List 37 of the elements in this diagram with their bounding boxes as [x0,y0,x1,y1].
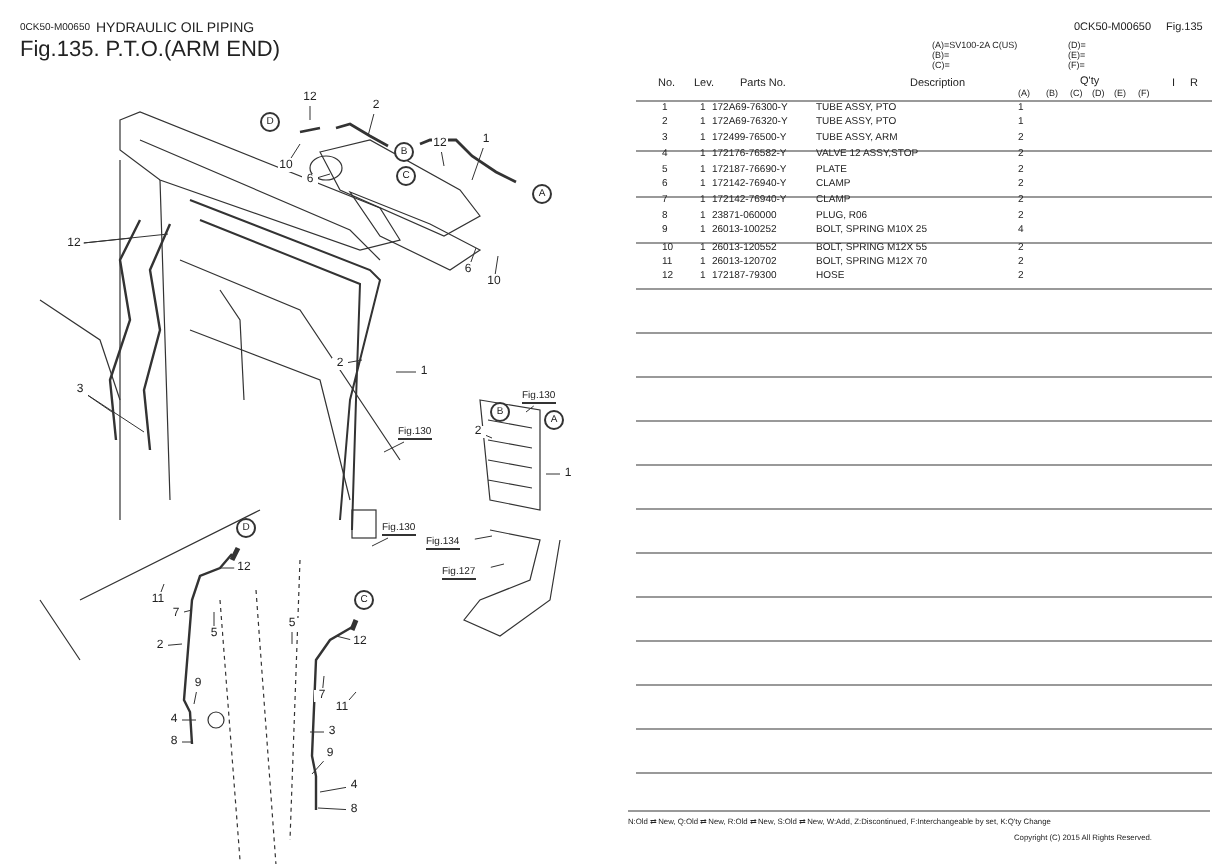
leader-line [317,807,349,811]
leader-line [494,255,499,275]
leader-line [85,393,113,413]
leader-line [335,635,351,641]
leader-line [348,691,357,701]
leader-line [545,473,563,475]
leader-line [309,731,327,733]
leader-line [85,393,145,433]
leader-line [83,233,169,244]
leader-line [319,786,349,793]
leader-line [395,371,419,373]
leader-line [474,535,493,540]
leader-line [179,719,197,721]
leader-line [345,359,363,364]
leader-line [309,105,311,121]
leader-line [179,741,193,743]
leader-line [470,247,477,263]
leader-line [525,405,535,413]
leader-line [291,631,293,645]
leader-line [311,760,325,775]
leader-line [315,173,331,179]
leader-line [290,143,301,159]
leader-line [490,563,505,568]
figure-title: Fig.135. P.T.O.(ARM END) [20,40,280,62]
leader-line [322,675,325,689]
leader-line [371,537,389,547]
leader-line [383,441,405,453]
leader-line [165,643,183,646]
leader-line [367,113,375,137]
leader-line [213,611,215,627]
leader-line [193,691,197,705]
leader-line [440,151,445,167]
leader-line [181,609,193,613]
leader-line [160,583,165,593]
leader-line [219,567,235,569]
leader-line [483,434,493,439]
leader-line [471,147,484,181]
